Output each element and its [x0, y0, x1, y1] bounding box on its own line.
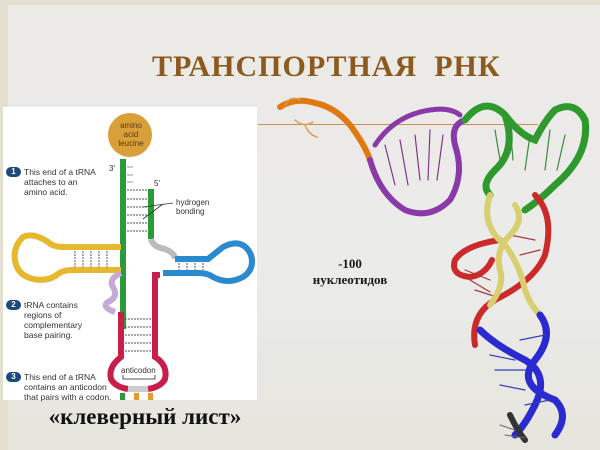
note-2-badge: 2 [6, 300, 21, 310]
note-2-line: base pairing. [24, 330, 73, 340]
note-1-line: attaches to an [24, 177, 78, 187]
amino-label-line-2: acid [123, 130, 139, 139]
nucleotide-label: нуклеотидов [312, 272, 388, 287]
amino-acid-ball [108, 113, 152, 157]
amino-label-line-1: amino [120, 121, 142, 130]
three-prime-label: 3' [109, 164, 115, 173]
anticodon-label: anticodon [121, 366, 156, 375]
hydrogen-label-line-2: bonding [176, 207, 205, 216]
note-2-text: tRNA contains regions of complementary b… [24, 300, 104, 340]
amino-label-line-3: leucine [118, 139, 144, 148]
note-1-line: This end of a tRNA [24, 167, 96, 177]
note-2-line: regions of [24, 310, 62, 320]
note-1-badge: 1 [6, 167, 21, 177]
note-3-line: that pairs with a codon. [24, 392, 112, 402]
nucleotide-number: -100 [338, 256, 362, 271]
hydrogen-bonding-label: hydrogen bonding [176, 198, 209, 216]
cloverleaf-caption: «клеверный лист» [48, 404, 242, 429]
top-border [0, 0, 600, 5]
note-3-line: This end of a tRNA [24, 372, 96, 382]
cloverleaf-diagram: amino acid leucine 3' 5' hydrogen bondin… [3, 107, 257, 402]
note-3-badge: 3 [6, 372, 21, 382]
hydrogen-label-line-1: hydrogen [176, 198, 210, 207]
note-2-line: complementary [24, 320, 83, 330]
note-1-text: This end of a tRNA attaches to an amino … [24, 167, 104, 197]
note-2-line: tRNA contains [24, 300, 78, 310]
note-3-text: This end of a tRNA contains an anticodon… [24, 372, 114, 402]
amino-acid-label: amino acid leucine [117, 121, 145, 148]
note-3-line: contains an anticodon [24, 382, 107, 392]
trna-3d-model-image [277, 97, 590, 443]
trna-cloverleaf-illustration [11, 113, 255, 400]
nucleotide-count: -100 нуклеотидов [300, 256, 400, 288]
five-prime-label: 5' [154, 179, 160, 188]
slide-title: ТРАНСПОРТНАЯ РНК [152, 50, 501, 83]
note-1-line: amino acid. [24, 187, 68, 197]
